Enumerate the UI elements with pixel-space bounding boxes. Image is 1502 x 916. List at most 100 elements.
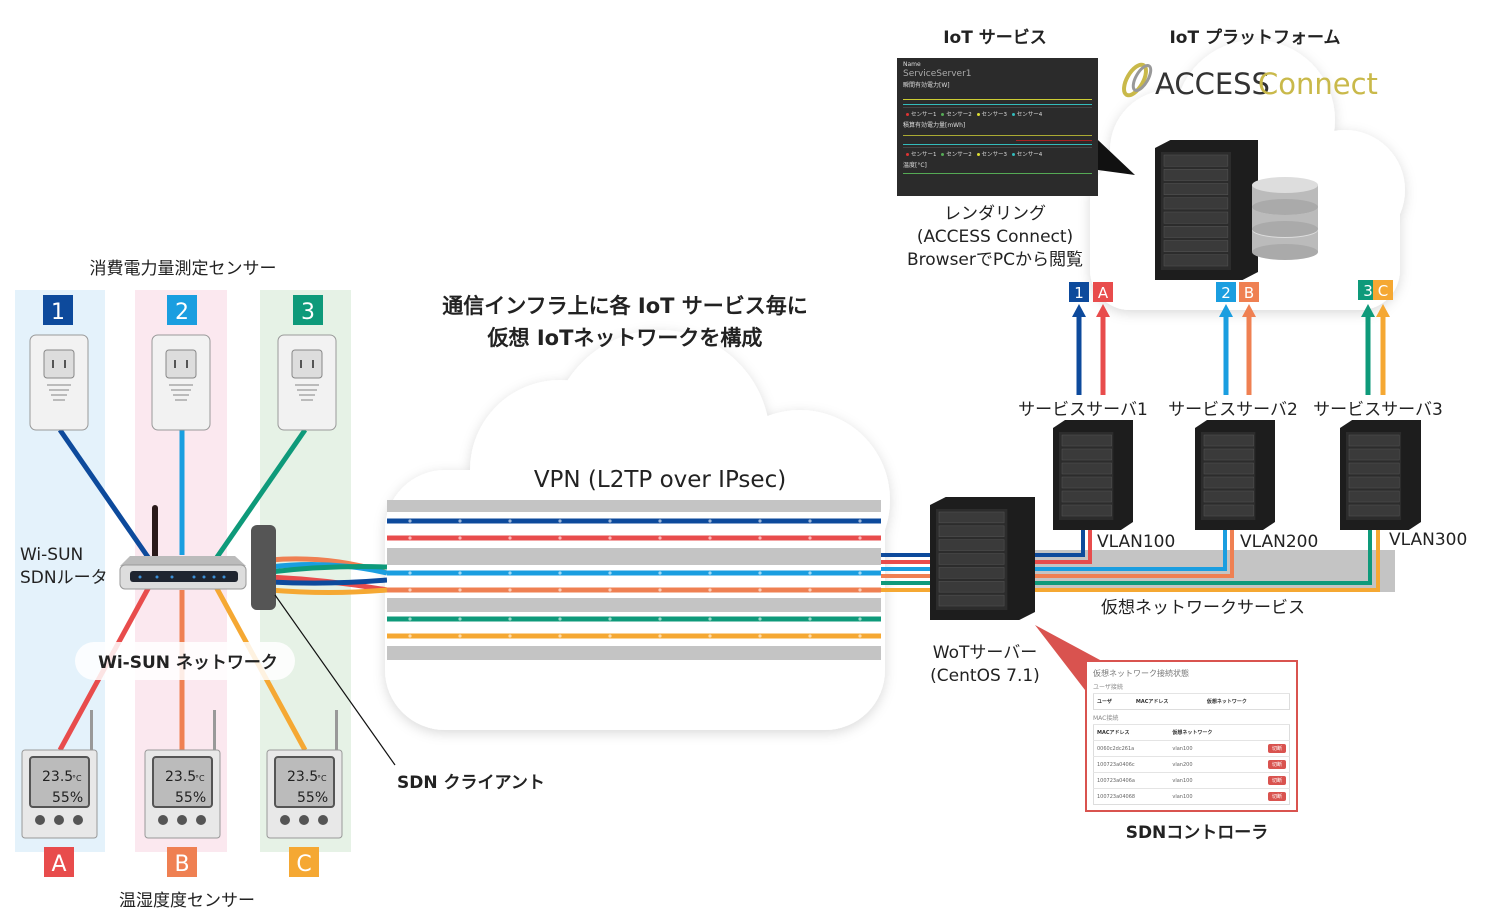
- temp-unit: °C: [72, 774, 82, 783]
- disconnect-button[interactable]: 切断: [1267, 776, 1286, 785]
- channel-dot: [708, 536, 712, 540]
- vnet-cell: vlan100: [1169, 740, 1248, 757]
- sensor-button: [73, 815, 83, 825]
- temp-reading: 23.5: [287, 769, 318, 785]
- uplink-arrow-shaft: [1246, 315, 1252, 395]
- sensor-button: [196, 815, 206, 825]
- mac-section-title: MAC接続: [1093, 715, 1119, 722]
- channel-dot: [808, 617, 812, 621]
- channel-dot: [808, 571, 812, 575]
- vpn-label: VPN (L2TP over IPsec): [534, 467, 786, 493]
- vlan-100-label: VLAN100: [1097, 532, 1175, 552]
- pipe-band: [387, 548, 881, 565]
- plug-vent: [49, 389, 69, 391]
- temp-sensor-badge: [44, 847, 74, 877]
- plug-slot: [174, 360, 176, 368]
- iot-platform-title: IoT プラットフォーム: [1169, 27, 1340, 48]
- channel-dot: [408, 617, 412, 621]
- power-sensor-badge: [43, 295, 73, 325]
- disconnect-button[interactable]: 切断: [1267, 760, 1286, 769]
- sensor-button: [299, 815, 309, 825]
- legend-item: センサー1: [911, 152, 937, 158]
- pipe-band: [387, 500, 881, 512]
- server-bay: [938, 525, 1005, 537]
- channel-dot: [508, 571, 512, 575]
- access-connect-logo: ACCESS Connect: [1122, 62, 1378, 101]
- channel-dot: [708, 588, 712, 592]
- legend-item: センサー4: [1016, 152, 1043, 158]
- render-line-1: レンダリング: [944, 204, 1046, 224]
- wisun-network-label: Wi-SUN ネットワーク: [98, 653, 278, 673]
- channel-dot: [858, 617, 862, 621]
- vlan-200-label: VLAN200: [1240, 532, 1318, 552]
- temp-unit: °C: [195, 774, 205, 783]
- server-bay: [1061, 448, 1112, 461]
- header-user: ユーザ: [1093, 693, 1133, 710]
- sensor-button: [35, 815, 45, 825]
- virtual-network-service-label: 仮想ネットワークサービス: [1101, 598, 1305, 618]
- user-table: ユーザ MACアドレス 仮想ネットワーク: [1093, 693, 1290, 710]
- disconnect-button[interactable]: 切断: [1267, 744, 1286, 753]
- vpn-channel-line: [387, 518, 881, 524]
- iot-service-title: IoT サービス: [943, 28, 1047, 48]
- channel-dot: [758, 617, 762, 621]
- temp-reading: 23.5: [165, 769, 196, 785]
- legend-item: センサー3: [981, 112, 1008, 118]
- temp-sensor-letter: A: [51, 852, 66, 877]
- panel-title: 仮想ネットワーク接続状態: [1093, 669, 1189, 678]
- mac-cell: 100723a04068: [1093, 788, 1170, 805]
- arrow-up-icon: [1376, 304, 1390, 317]
- channel-dot: [508, 588, 512, 592]
- server-bay: [1061, 490, 1112, 503]
- server-bay: [1203, 462, 1254, 475]
- server-bay: [1348, 504, 1400, 517]
- plug-vent: [47, 384, 71, 386]
- database-icon: [1252, 177, 1318, 260]
- sdn-client-device: [251, 525, 276, 610]
- antenna: [152, 505, 158, 560]
- channel-dot: [758, 519, 762, 523]
- plug-vent: [171, 389, 191, 391]
- name-label: Name: [903, 61, 921, 68]
- disconnect-button[interactable]: 切断: [1267, 792, 1286, 801]
- db-disk-bottom: [1252, 221, 1318, 237]
- channel-dot: [608, 634, 612, 638]
- server-bay: [938, 594, 1005, 607]
- plug-slot: [186, 360, 188, 368]
- sensor-antenna: [90, 710, 93, 752]
- server-bay: [1203, 490, 1254, 503]
- channel-dot: [658, 617, 662, 621]
- badge-1: [1069, 282, 1089, 302]
- channel-dot: [458, 634, 462, 638]
- uplink-arrows: [1072, 304, 1390, 395]
- channel-dot: [658, 588, 662, 592]
- user-section-title: ユーザ接続: [1093, 684, 1123, 691]
- channel-dot: [608, 571, 612, 575]
- arrow-up-icon: [1096, 304, 1110, 317]
- service-server-3-label: サービスサーバ3: [1313, 400, 1443, 420]
- temp-sensor-badge: [289, 847, 319, 877]
- render-line-3: BrowserでPCから閲覧: [907, 250, 1083, 270]
- service-server-3-icon: [1340, 420, 1421, 530]
- server-bay: [938, 581, 1005, 593]
- wot-label-1: WoTサーバー: [933, 643, 1037, 663]
- vpn-pipe: [387, 500, 881, 660]
- legend-item: センサー2: [946, 152, 972, 158]
- heading-line-2: 仮想 IoTネットワークを構成: [487, 326, 763, 350]
- temp-sensor-letter: B: [174, 852, 189, 877]
- channel-dot: [508, 536, 512, 540]
- server-bay: [1061, 462, 1112, 475]
- channel-dot: [658, 634, 662, 638]
- sensor-antenna: [335, 710, 338, 752]
- chart1-title: 瞬間有効電力[W]: [903, 82, 950, 89]
- channel-dot: [858, 588, 862, 592]
- uplink-arrow-shaft: [1076, 315, 1082, 395]
- server-bay: [1163, 154, 1229, 167]
- power-sensor-title: 消費電力量測定センサー: [90, 259, 277, 279]
- plug-vent: [301, 399, 313, 401]
- channel-dot: [408, 571, 412, 575]
- sdn-client-pointer: [274, 594, 396, 766]
- controller-callout: [1035, 625, 1100, 690]
- badge-B: [1239, 282, 1259, 302]
